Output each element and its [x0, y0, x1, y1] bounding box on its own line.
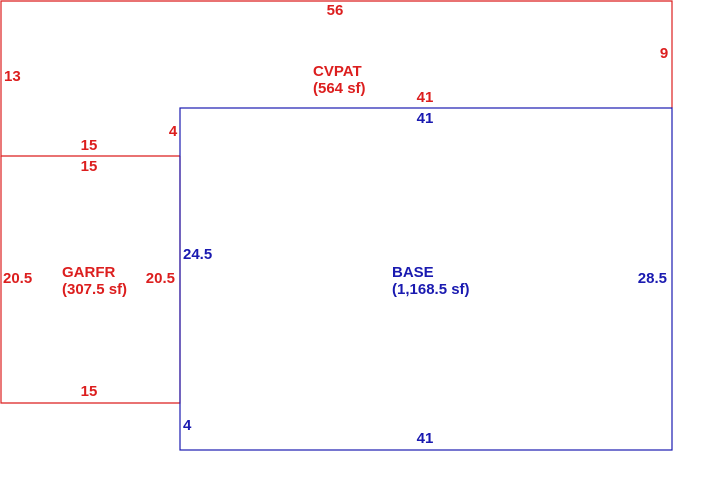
dim-cvpat-step: 4	[169, 123, 178, 140]
base-outline	[179, 107, 673, 451]
cvpat-outline	[0, 0, 673, 157]
area-base-code: BASE	[392, 264, 434, 281]
dim-base-bottom: 41	[417, 430, 434, 447]
dim-cvpat-bottom-left: 15	[81, 137, 98, 154]
dim-base-left-lower: 4	[183, 417, 192, 434]
area-garfr-size: (307.5 sf)	[62, 281, 127, 298]
dim-base-right: 28.5	[638, 270, 667, 287]
dim-cvpat-bottom-right: 41	[417, 89, 434, 106]
area-base-size: (1,168.5 sf)	[392, 281, 470, 298]
dim-garfr-bottom: 15	[81, 383, 98, 400]
dim-base-left-upper: 24.5	[183, 246, 212, 263]
area-cvpat-size: (564 sf)	[313, 80, 366, 97]
dim-base-top: 41	[417, 110, 434, 127]
area-cvpat-code: CVPAT	[313, 63, 362, 80]
dim-garfr-top: 15	[81, 158, 98, 175]
dim-cvpat-right: 9	[660, 45, 668, 62]
dim-garfr-right: 20.5	[146, 270, 175, 287]
dim-garfr-left: 20.5	[3, 270, 32, 287]
dim-cvpat-top: 56	[327, 2, 344, 19]
area-garfr-code: GARFR	[62, 264, 115, 281]
dim-cvpat-left: 13	[4, 68, 21, 85]
